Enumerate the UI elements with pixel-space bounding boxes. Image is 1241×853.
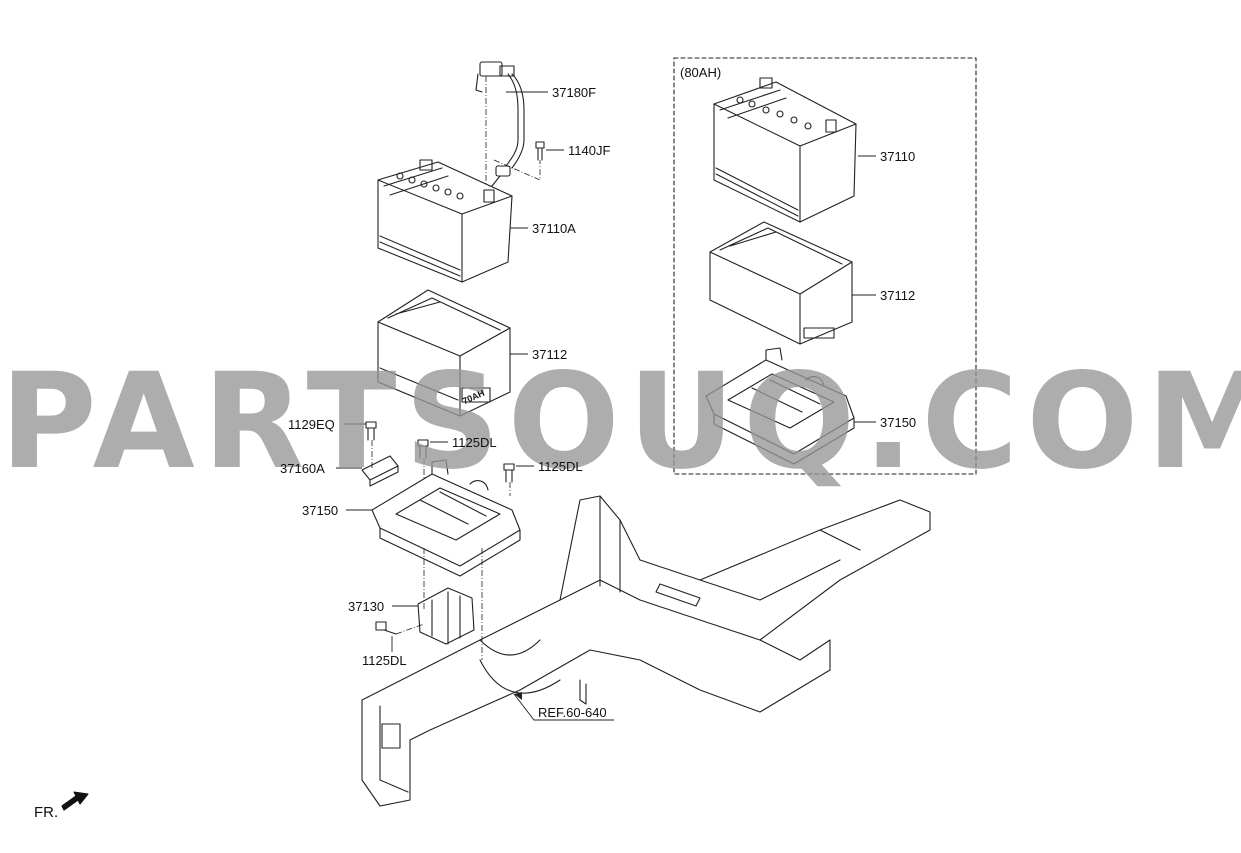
battery-case-37112-left bbox=[377, 289, 511, 417]
tray-37150-right bbox=[705, 347, 855, 465]
label-1140JF[interactable]: 1140JF bbox=[568, 143, 611, 158]
bolt-1125DL-upper bbox=[417, 439, 429, 459]
watermark: PARTSOUQ.COM bbox=[0, 345, 1241, 499]
label-37112-left[interactable]: 37112 bbox=[532, 347, 568, 362]
battery-37110A bbox=[377, 159, 513, 283]
label-37150-left[interactable]: 37150 bbox=[302, 503, 339, 518]
bolt-1140JF bbox=[535, 141, 545, 161]
variant-label: (80AH) bbox=[680, 65, 722, 80]
front-marker: FR. bbox=[34, 804, 59, 821]
label-37112-right[interactable]: 37112 bbox=[880, 288, 916, 303]
battery-37110-right bbox=[713, 77, 857, 223]
battery-case-37112-right bbox=[709, 221, 853, 345]
bolt-1125DL-lower bbox=[375, 621, 397, 635]
label-1125DL-right[interactable]: 1125DL bbox=[538, 459, 583, 474]
front-arrow-icon bbox=[61, 791, 89, 811]
label-37110A[interactable]: 37110A bbox=[532, 221, 576, 236]
label-1129EQ[interactable]: 1129EQ bbox=[288, 417, 335, 432]
bolt-1125DL-right bbox=[503, 463, 515, 483]
vehicle-body-frame bbox=[361, 495, 931, 807]
label-1125DL-upper[interactable]: 1125DL bbox=[452, 435, 497, 450]
tray-37150-left bbox=[371, 459, 521, 577]
label-37130[interactable]: 37130 bbox=[348, 599, 385, 614]
label-1125DL-lower[interactable]: 1125DL bbox=[362, 653, 407, 668]
label-37180F[interactable]: 37180F bbox=[552, 85, 597, 100]
battery-cable-37180F bbox=[475, 61, 525, 187]
label-37150-right[interactable]: 37150 bbox=[880, 415, 917, 430]
label-37160A[interactable]: 37160A bbox=[280, 461, 325, 476]
variant-box bbox=[673, 57, 977, 475]
bracket-37160A bbox=[361, 455, 399, 487]
bolt-1129EQ bbox=[365, 421, 377, 441]
label-37110[interactable]: 37110 bbox=[880, 149, 916, 164]
label-ref[interactable]: REF.60-640 bbox=[538, 705, 607, 720]
bracket-37130 bbox=[417, 587, 475, 645]
